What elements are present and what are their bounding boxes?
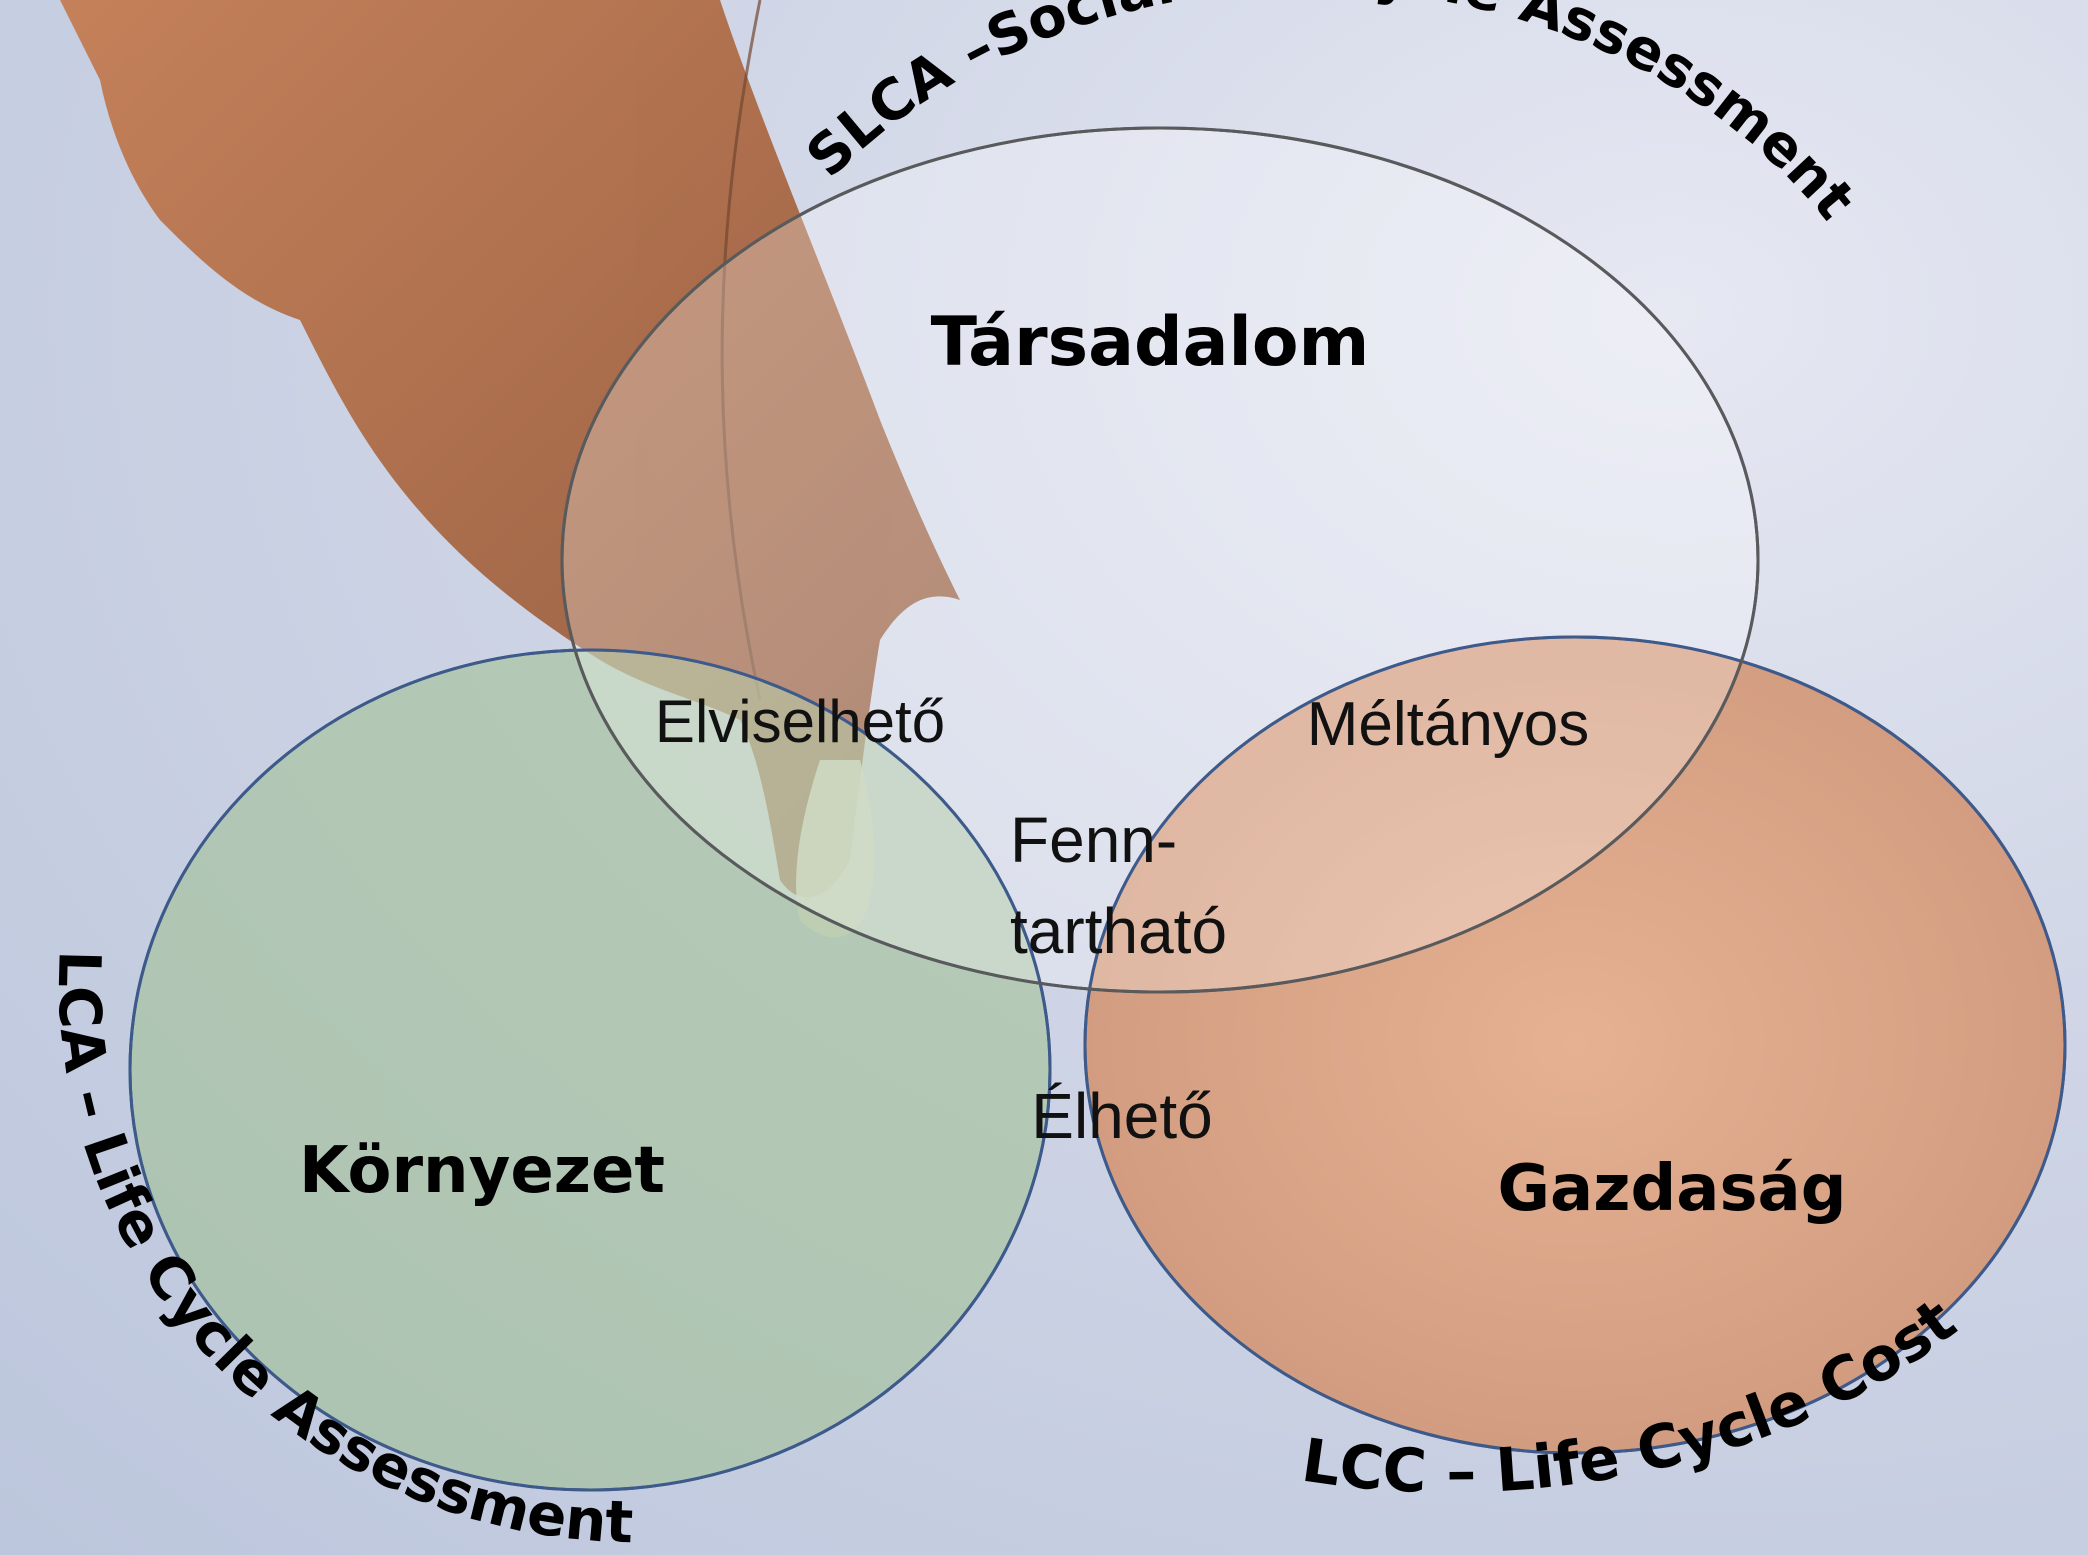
label-fenntarthato-line1: Fenn- [1010, 804, 1177, 876]
label-meltanyos: Méltányos [1307, 690, 1590, 759]
label-tarsadalom: Társadalom [931, 303, 1370, 382]
label-kornyezet: Környezet [299, 1134, 665, 1208]
label-gazdasag: Gazdaság [1497, 1152, 1846, 1226]
label-fenntarthato-line2: tartható [1010, 895, 1227, 967]
label-elheto: Élhető [1031, 1080, 1212, 1152]
label-elviselheto: Elviselhető [655, 688, 945, 755]
